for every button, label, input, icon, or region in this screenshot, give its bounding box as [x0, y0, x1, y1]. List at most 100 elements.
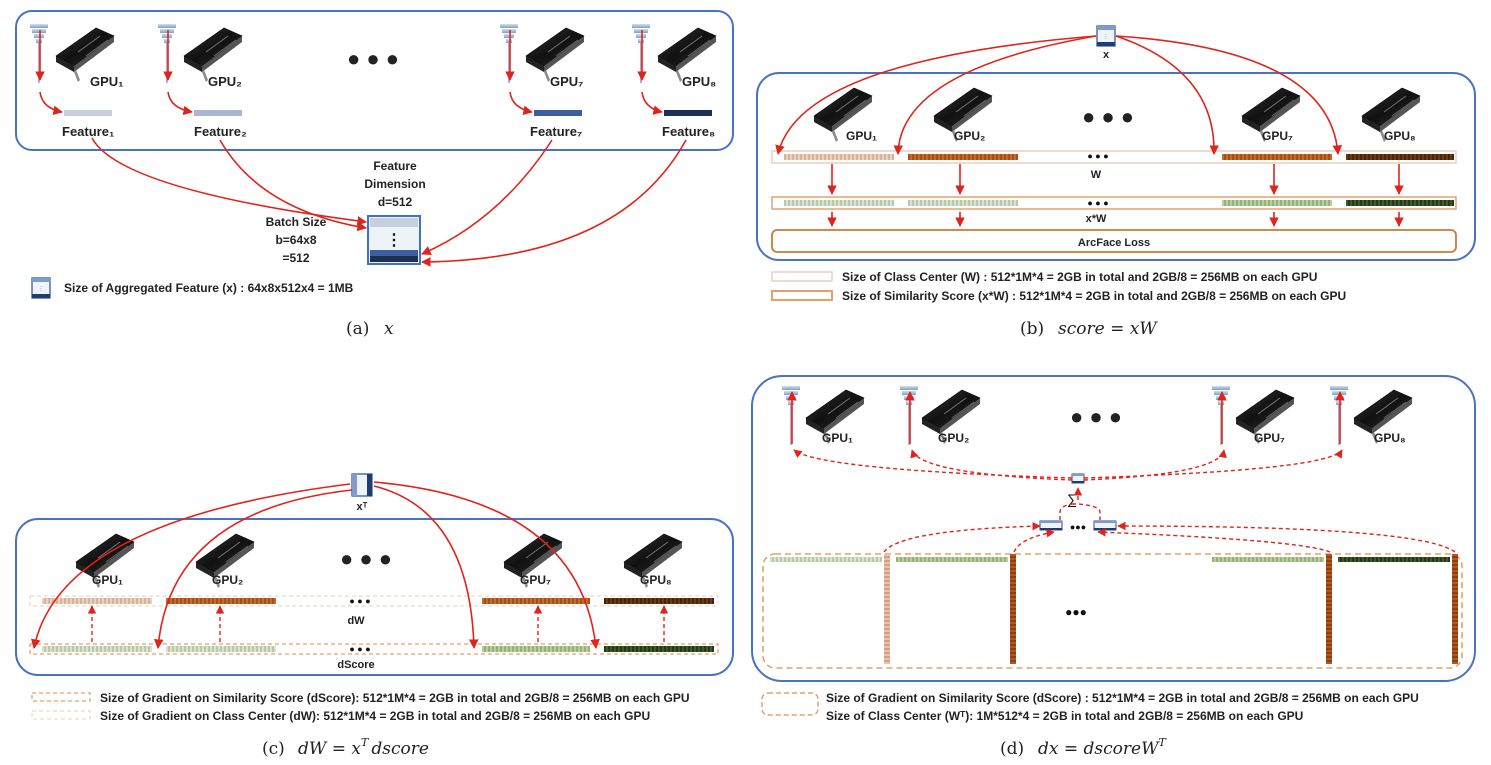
panel-c: xᵀ GPU₁ GPU₂ ● ● ● GPU₇ GPU₈ ● ● ● dW ● …	[15, 473, 734, 759]
xw-shard-8	[1346, 200, 1454, 206]
w-shard-8	[1346, 154, 1454, 160]
aggregated-feature-matrix: ⋮	[367, 215, 421, 265]
feature-dimension-title-2: Dimension	[364, 177, 425, 191]
wt-column-1	[884, 554, 890, 664]
gpu-8-group: GPU₈ Feature₈	[632, 24, 717, 139]
dw-shard-1	[42, 598, 152, 604]
gpu-b-label-1: GPU₁	[846, 129, 877, 143]
gpu-d-label-8: GPU₈	[1374, 431, 1406, 445]
feature-dimension-title-1: Feature	[373, 159, 417, 173]
legend-b-swatch-2	[771, 290, 833, 301]
gpu-label-8: GPU₈	[682, 74, 716, 89]
caption-a-math: x	[384, 319, 394, 339]
dw-shard-7	[482, 598, 590, 604]
legend-c-dw: Size of Gradient on Class Center (dW): 5…	[100, 709, 650, 723]
feature-label-1: Feature₁	[62, 124, 114, 139]
panel-a-frame	[15, 10, 734, 151]
xt-matrix-icon	[351, 473, 373, 497]
feature-bar-8	[664, 110, 712, 116]
dscore-d-shard-1	[770, 557, 882, 562]
feature-label-8: Feature₈	[662, 124, 715, 139]
dscore-row-dots: ● ● ●	[349, 644, 370, 654]
dx-reduced-icon	[1071, 473, 1085, 484]
gpu-ellipsis: ● ● ●	[347, 46, 399, 71]
dscore-block-frame	[762, 553, 1463, 669]
caption-c-label: (c)	[262, 739, 285, 759]
caption-d-label: (d)	[1000, 739, 1024, 759]
gpu-c-label-1: GPU₁	[92, 573, 123, 587]
partial-dx-left	[1039, 520, 1063, 531]
legend-c-swatch-2	[31, 710, 91, 720]
w-label: W	[1091, 169, 1102, 181]
feature-bar-2	[194, 110, 242, 116]
arcface-loss-label: ArcFace Loss	[1078, 237, 1150, 249]
legend-d-dscore: Size of Gradient on Similarity Score (dS…	[826, 691, 1419, 705]
dscore-d-shard-7	[1212, 557, 1324, 562]
gpu-label-7: GPU₇	[550, 74, 583, 89]
panel-a: GPU₁ Feature₁ GPU₂ Feature₂ ● ● ● GPU₇ F…	[15, 10, 734, 339]
feature-bar-7	[534, 110, 582, 116]
legend-d-swatch	[761, 692, 819, 716]
x-label: x	[1103, 49, 1110, 61]
legend-b-similarity: Size of Similarity Score (x*W) : 512*1M*…	[842, 289, 1346, 303]
gpu-b-label-8: GPU₈	[1384, 129, 1416, 143]
w-row-dots: ● ● ●	[1087, 151, 1108, 161]
legend-c-dscore: Size of Gradient on Similarity Score (dS…	[100, 691, 690, 705]
caption-d-math-sup: T	[1159, 736, 1168, 749]
arcface-loss-box	[771, 229, 1457, 253]
w-shard-1	[784, 154, 894, 160]
xw-shard-2	[908, 200, 1018, 206]
dscore-d-shard-2	[896, 557, 1008, 562]
gpu-1-group: GPU₁ Feature₁	[30, 24, 124, 139]
gpu-c-label-8: GPU₈	[640, 573, 672, 587]
feature-bar-1	[64, 110, 112, 116]
caption-c-math-sup: T	[361, 736, 370, 749]
xw-label: x*W	[1086, 213, 1107, 225]
gpu-d-label-2: GPU₂	[938, 431, 969, 445]
xw-shard-7	[1222, 200, 1332, 206]
xt-label: xᵀ	[357, 501, 368, 513]
dw-row-frame	[29, 595, 719, 607]
panel-d: GPU₁ GPU₂ ● ● ● GPU₇ GPU₈ ∑ ●	[751, 375, 1476, 759]
caption-b-math: score = xW	[1058, 319, 1158, 339]
caption-a-label: (a)	[346, 319, 369, 339]
caption-d-math-1: dx = dscoreW	[1038, 739, 1160, 759]
dscore-label: dScore	[337, 659, 374, 671]
gpu-c-label-7: GPU₇	[520, 573, 551, 587]
legend-aggregated-feature: Size of Aggregated Feature (x) : 64x8x51…	[64, 281, 354, 295]
gpu-b-label-7: GPU₇	[1262, 129, 1293, 143]
caption-c-math-2: dscore	[371, 739, 429, 759]
gpu-b-label-2: GPU₂	[954, 129, 985, 143]
caption-b-label: (b)	[1020, 319, 1044, 339]
panel-b-frame	[756, 72, 1476, 261]
gpu-2-group: GPU₂ Feature₂	[158, 24, 247, 139]
gpu-7-group: GPU₇ Feature₇	[500, 24, 585, 139]
gpu-c-label-2: GPU₂	[212, 573, 243, 587]
batch-size-value-2: =512	[282, 251, 309, 265]
dw-shard-8	[604, 598, 714, 604]
dscore-shard-8	[604, 646, 714, 652]
partial-dx-right	[1093, 520, 1117, 531]
sum-symbol: ∑	[1067, 491, 1077, 507]
wt-column-7	[1326, 554, 1332, 664]
w-shard-7	[1222, 154, 1332, 160]
legend-b-class-center: Size of Class Center (W) : 512*1M*4 = 2G…	[842, 270, 1317, 284]
xw-shard-1	[784, 200, 894, 206]
legend-c-swatch-1	[31, 692, 91, 702]
dscore-d-shard-8	[1338, 557, 1450, 562]
xw-row-dots: ● ● ●	[1087, 198, 1108, 208]
batch-size-value-1: b=64x8	[275, 233, 316, 247]
gpu-d-ellipsis: ● ● ●	[1070, 404, 1122, 429]
caption-c-math-1: dW = x	[298, 739, 361, 759]
gpu-label-1: GPU₁	[90, 74, 124, 89]
panel-b: x GPU₁ GPU₂ ● ● ● GPU₇ GPU₈ ● ● ● W ●	[756, 25, 1476, 339]
legend-b-swatch-1	[771, 271, 833, 282]
block-ellipsis: ●●●	[1065, 605, 1087, 619]
panel-d-frame	[751, 375, 1476, 682]
dscore-shard-7	[482, 646, 590, 652]
dw-row-dots: ● ● ●	[349, 596, 370, 606]
wt-column-8	[1452, 554, 1458, 664]
feature-label-2: Feature₂	[194, 124, 247, 139]
